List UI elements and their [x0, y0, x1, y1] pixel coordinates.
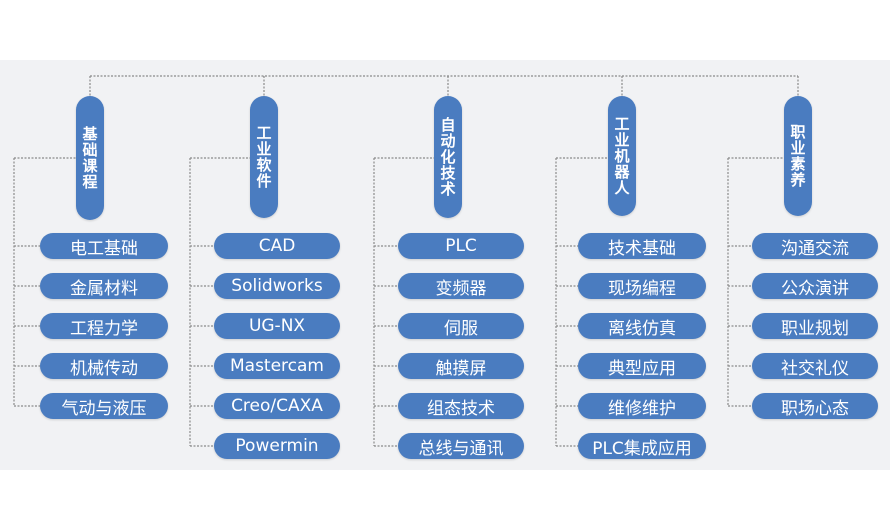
course-item: 电工基础 [40, 233, 168, 259]
course-item: 沟通交流 [752, 233, 878, 259]
course-item: 组态技术 [398, 393, 524, 419]
category-pill-basic: 基础课程 [76, 96, 104, 220]
course-item: Solidworks [214, 273, 340, 299]
course-item: 工程力学 [40, 313, 168, 339]
course-item: 触摸屏 [398, 353, 524, 379]
course-item: CAD [214, 233, 340, 259]
course-item: 离线仿真 [578, 313, 706, 339]
course-item: PLC [398, 233, 524, 259]
course-item: 维修维护 [578, 393, 706, 419]
course-item: 总线与通讯 [398, 433, 524, 459]
course-item: 社交礼仪 [752, 353, 878, 379]
course-item: 变频器 [398, 273, 524, 299]
course-item: 伺服 [398, 313, 524, 339]
course-item: 职场心态 [752, 393, 878, 419]
course-item: Creo/CAXA [214, 393, 340, 419]
course-item: Powermin [214, 433, 340, 459]
category-pill-robot: 工业机器人 [608, 96, 636, 216]
category-pill-automation: 自动化技术 [434, 96, 462, 218]
category-pill-professional: 职业素养 [784, 96, 812, 216]
course-item: UG-NX [214, 313, 340, 339]
course-item: 机械传动 [40, 353, 168, 379]
course-item: 典型应用 [578, 353, 706, 379]
course-item: 公众演讲 [752, 273, 878, 299]
category-pill-software: 工业软件 [250, 96, 278, 218]
course-item: 气动与液压 [40, 393, 168, 419]
course-item: PLC集成应用 [578, 433, 706, 459]
course-item: 职业规划 [752, 313, 878, 339]
course-item: 金属材料 [40, 273, 168, 299]
course-item: 技术基础 [578, 233, 706, 259]
course-item: 现场编程 [578, 273, 706, 299]
course-item: Mastercam [214, 353, 340, 379]
